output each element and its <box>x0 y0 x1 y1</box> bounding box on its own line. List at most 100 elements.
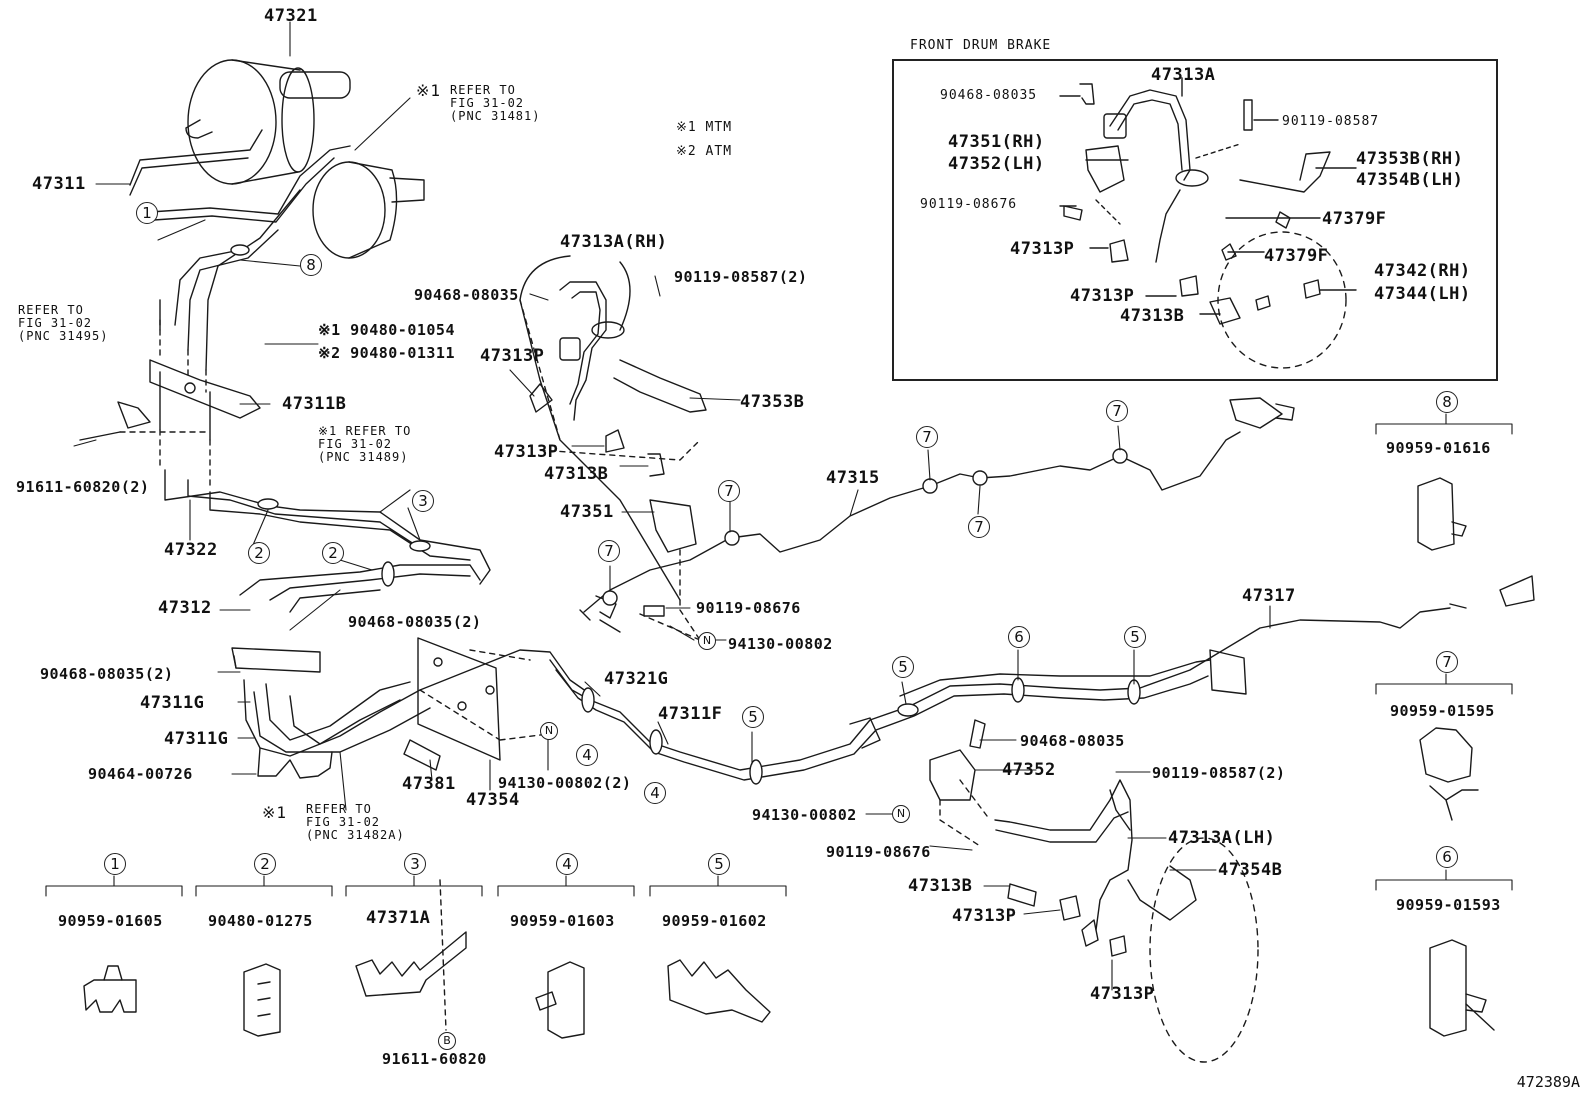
callout-5c[interactable]: 5 <box>1124 626 1146 648</box>
label-90119-08587-2b[interactable]: 90119-08587(2) <box>1152 764 1286 782</box>
label-94130-00802-low[interactable]: 94130-00802 <box>752 806 857 824</box>
label-90464-00726[interactable]: 90464-00726 <box>88 765 193 783</box>
label-47321[interactable]: 47321 <box>264 6 318 26</box>
inset-label-47313B[interactable]: 47313B <box>1120 306 1185 326</box>
callout-7c[interactable]: 7 <box>916 426 938 448</box>
inset-label-90119-08587[interactable]: 90119-08587 <box>1282 114 1380 129</box>
callout-5b[interactable]: 5 <box>892 656 914 678</box>
label-47313P-1[interactable]: 47313P <box>480 346 545 366</box>
inset-label-90468-08035[interactable]: 90468-08035 <box>940 88 1038 103</box>
legend-part-6[interactable]: 90959-01593 <box>1396 896 1501 914</box>
label-47354B[interactable]: 47354B <box>1218 860 1283 880</box>
note-ref-31481[interactable]: REFER TO FIG 31-02 (PNC 31481) <box>450 83 541 123</box>
label-47313P-2[interactable]: 47313P <box>494 442 559 462</box>
label-94130-00802-2[interactable]: 94130-00802(2) <box>498 774 632 792</box>
label-90468-08035-top[interactable]: 90468-08035 <box>414 286 519 304</box>
label-90119-08587-2[interactable]: 90119-08587(2) <box>674 268 808 286</box>
label-47354[interactable]: 47354 <box>466 790 520 810</box>
label-47353B[interactable]: 47353B <box>740 392 805 412</box>
label-47313P-4[interactable]: 47313P <box>1090 984 1155 1004</box>
callout-4a[interactable]: 4 <box>576 744 598 766</box>
callout-7d[interactable]: 7 <box>968 516 990 538</box>
label-94130-00802-mid[interactable]: 94130-00802 <box>728 635 833 653</box>
label-47311[interactable]: 47311 <box>32 174 86 194</box>
label-91611-60820-2[interactable]: 91611-60820(2) <box>16 478 150 496</box>
tube-47317 <box>549 575 1535 781</box>
label-90468-08035-2a[interactable]: 90468-08035(2) <box>348 613 482 631</box>
callout-5a[interactable]: 5 <box>742 706 764 728</box>
callout-7b[interactable]: 7 <box>718 480 740 502</box>
label-47315[interactable]: 47315 <box>826 468 880 488</box>
label-47313A-lh[interactable]: 47313A(LH) <box>1168 828 1276 848</box>
marker-n-low: N <box>892 805 910 823</box>
label-90480-01311[interactable]: ※2 90480-01311 <box>318 344 455 362</box>
label-90480-01054[interactable]: ※1 90480-01054 <box>318 321 455 339</box>
inset-label-47379F-b[interactable]: 47379F <box>1264 246 1329 266</box>
brake-booster-drawing <box>185 59 425 259</box>
label-47311F[interactable]: 47311F <box>658 704 723 724</box>
label-47381[interactable]: 47381 <box>402 774 456 794</box>
inset-label-47354B-lh[interactable]: 47354B(LH) <box>1356 170 1464 190</box>
note-ref-31489[interactable]: ※1 REFER TO FIG 31-02 (PNC 31489) <box>318 424 412 464</box>
note-ref-31495[interactable]: REFER TO FIG 31-02 (PNC 31495) <box>18 303 109 343</box>
inset-label-47313P-b[interactable]: 47313P <box>1070 286 1135 306</box>
label-47313B-1[interactable]: 47313B <box>544 464 609 484</box>
marker-b: B <box>438 1032 456 1050</box>
label-47317[interactable]: 47317 <box>1242 586 1296 606</box>
front-drum-brake-inset <box>892 59 1498 381</box>
legend-part-5[interactable]: 90959-01602 <box>662 912 767 930</box>
callout-3[interactable]: 3 <box>412 490 434 512</box>
legend-callout-6: 6 <box>1436 846 1458 868</box>
legend-part-8[interactable]: 90959-01616 <box>1386 439 1491 457</box>
inset-label-47344-lh[interactable]: 47344(LH) <box>1374 284 1471 304</box>
inset-label-47342-rh[interactable]: 47342(RH) <box>1374 261 1471 281</box>
legend-part-2[interactable]: 90480-01275 <box>208 912 313 930</box>
inset-label-47351-rh[interactable]: 47351(RH) <box>948 132 1045 152</box>
callout-6[interactable]: 6 <box>1008 626 1030 648</box>
callout-7a[interactable]: 7 <box>598 540 620 562</box>
callout-1[interactable]: 1 <box>136 202 158 224</box>
inset-label-47353B-rh[interactable]: 47353B(RH) <box>1356 149 1464 169</box>
legend-callout-7: 7 <box>1436 651 1458 673</box>
callout-2b[interactable]: 2 <box>322 542 344 564</box>
note-mtm: ※1 MTM <box>676 120 733 135</box>
callout-4b[interactable]: 4 <box>644 782 666 804</box>
label-47352[interactable]: 47352 <box>1002 760 1056 780</box>
label-90119-08676-mid[interactable]: 90119-08676 <box>696 599 801 617</box>
legend-part-4[interactable]: 90959-01603 <box>510 912 615 930</box>
inset-label-47379F-a[interactable]: 47379F <box>1322 209 1387 229</box>
label-90468-08035-2b[interactable]: 90468-08035(2) <box>40 665 174 683</box>
legend-callout-2: 2 <box>254 853 276 875</box>
label-47322[interactable]: 47322 <box>164 540 218 560</box>
inset-label-47313P-a[interactable]: 47313P <box>1010 239 1075 259</box>
legend-callout-1: 1 <box>104 853 126 875</box>
inset-label-90119-08676[interactable]: 90119-08676 <box>920 197 1018 212</box>
callout-2a[interactable]: 2 <box>248 542 270 564</box>
label-47313A-rh[interactable]: 47313A(RH) <box>560 232 668 252</box>
label-47311G-2[interactable]: 47311G <box>164 729 229 749</box>
label-90468-08035-low[interactable]: 90468-08035 <box>1020 732 1125 750</box>
label-47313B-2[interactable]: 47313B <box>908 876 973 896</box>
legend-part-3[interactable]: 47371A <box>366 908 431 928</box>
legend-part-7[interactable]: 90959-01595 <box>1390 702 1495 720</box>
label-47311G-1[interactable]: 47311G <box>140 693 205 713</box>
note-ref-31482A[interactable]: REFER TO FIG 31-02 (PNC 31482A) <box>306 802 405 842</box>
legend-callout-5: 5 <box>708 853 730 875</box>
legend-part-3-sub[interactable]: 91611-60820 <box>382 1050 487 1068</box>
junction-bracket <box>79 359 261 441</box>
label-47351[interactable]: 47351 <box>560 502 614 522</box>
callout-7e[interactable]: 7 <box>1106 400 1128 422</box>
callout-8[interactable]: 8 <box>300 254 322 276</box>
inset-label-47313A[interactable]: 47313A <box>1151 65 1216 85</box>
inset-linework <box>1059 77 1357 369</box>
inset-label-47352-lh[interactable]: 47352(LH) <box>948 154 1045 174</box>
legend-callout-4: 4 <box>556 853 578 875</box>
label-47321G[interactable]: 47321G <box>604 669 669 689</box>
label-47311B[interactable]: 47311B <box>282 394 347 414</box>
label-47313P-3[interactable]: 47313P <box>952 906 1017 926</box>
legend-part-1[interactable]: 90959-01605 <box>58 912 163 930</box>
label-47312[interactable]: 47312 <box>158 598 212 618</box>
label-90119-08676-low[interactable]: 90119-08676 <box>826 843 931 861</box>
